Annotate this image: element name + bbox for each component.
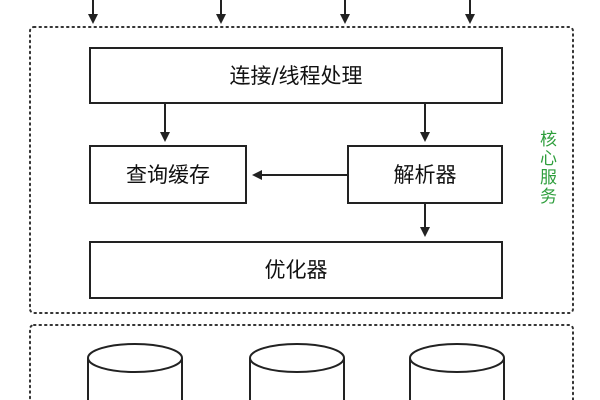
parser-label: 解析器 xyxy=(394,163,457,187)
storage-engine-cylinder-3 xyxy=(409,343,505,400)
storage-engine-cylinder-2 xyxy=(249,343,345,400)
core-service-side-label: 核心服务 xyxy=(536,130,557,206)
optimizer-box xyxy=(89,241,503,299)
storage-engine-cylinder-1 xyxy=(87,343,183,400)
parser-box xyxy=(347,145,503,204)
query-cache-label: 查询缓存 xyxy=(126,163,210,187)
connection-box xyxy=(89,47,503,104)
connection-label: 连接/线程处理 xyxy=(229,64,362,88)
optimizer-label: 优化器 xyxy=(265,258,328,282)
query-cache-box xyxy=(89,145,247,204)
incoming-arrows xyxy=(88,0,475,24)
storage-engine-container xyxy=(29,324,574,400)
